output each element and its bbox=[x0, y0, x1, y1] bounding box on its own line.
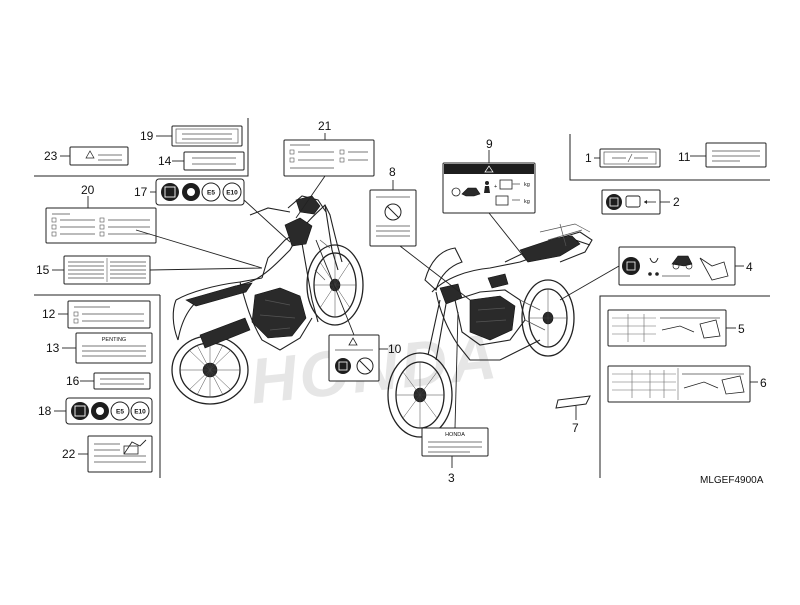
callout-12: 12 bbox=[42, 307, 56, 321]
e10-badge-text-2: E10 bbox=[134, 409, 146, 416]
section-frames bbox=[34, 118, 770, 478]
callout-3: 3 bbox=[448, 471, 455, 485]
diagram-code: MLGEF4900A bbox=[700, 475, 764, 486]
label-12 bbox=[67, 300, 151, 329]
kg-text-1: kg bbox=[524, 182, 530, 188]
label-16 bbox=[93, 372, 151, 390]
callout-18: 18 bbox=[38, 404, 52, 418]
label-1 bbox=[599, 148, 661, 168]
callout-9: 9 bbox=[486, 137, 493, 151]
e10-badge-text: E10 bbox=[226, 190, 238, 197]
label-11 bbox=[705, 142, 767, 168]
label-5 bbox=[607, 309, 727, 347]
callout-7: 7 bbox=[572, 421, 579, 435]
svg-text:+: + bbox=[494, 184, 497, 190]
right-motorcycle-illustration bbox=[387, 223, 593, 438]
label-8 bbox=[369, 189, 417, 247]
label-2 bbox=[601, 189, 661, 215]
e5-badge-text: E5 bbox=[207, 190, 215, 197]
callout-16: 16 bbox=[66, 374, 80, 388]
callout-21: 21 bbox=[318, 119, 332, 133]
label-3-honda: HONDA bbox=[421, 427, 489, 457]
label-17-badges: E5 E10 bbox=[155, 178, 245, 206]
label-9: + kg kg bbox=[442, 162, 536, 214]
callout-22: 22 bbox=[62, 447, 76, 461]
label-20 bbox=[45, 207, 157, 244]
callout-14: 14 bbox=[158, 154, 172, 168]
e5-badge-text-2: E5 bbox=[116, 409, 124, 416]
callout-2: 2 bbox=[673, 195, 680, 209]
callout-numbers: 1 2 3 4 5 6 7 8 9 10 11 12 13 14 15 16 1… bbox=[36, 119, 767, 485]
callout-13: 13 bbox=[46, 341, 60, 355]
label-13-penting: PENTING bbox=[75, 332, 153, 364]
leader-lines bbox=[52, 133, 758, 468]
callout-11: 11 bbox=[678, 150, 691, 164]
callout-8: 8 bbox=[389, 165, 396, 179]
label-15 bbox=[63, 255, 151, 285]
label-21 bbox=[283, 139, 375, 177]
label-14 bbox=[183, 151, 245, 171]
penting-text: PENTING bbox=[102, 337, 126, 343]
callout-17: 17 bbox=[134, 185, 148, 199]
callout-15: 15 bbox=[36, 263, 50, 277]
label-22 bbox=[87, 435, 153, 473]
label-10 bbox=[328, 334, 380, 382]
label-6 bbox=[607, 365, 751, 403]
callout-19: 19 bbox=[140, 129, 154, 143]
callout-1: 1 bbox=[585, 151, 592, 165]
kg-text-2: kg bbox=[524, 199, 530, 205]
callout-6: 6 bbox=[760, 376, 767, 390]
callout-10: 10 bbox=[388, 342, 402, 356]
label-4 bbox=[618, 246, 736, 286]
callout-20: 20 bbox=[81, 183, 95, 197]
label-19 bbox=[171, 125, 243, 147]
callout-23: 23 bbox=[44, 149, 58, 163]
label-23 bbox=[69, 146, 129, 166]
label-18-badges: E5 E10 bbox=[65, 397, 153, 425]
honda-label-text: HONDA bbox=[445, 432, 465, 438]
callout-4: 4 bbox=[746, 260, 753, 274]
callout-5: 5 bbox=[738, 322, 745, 336]
